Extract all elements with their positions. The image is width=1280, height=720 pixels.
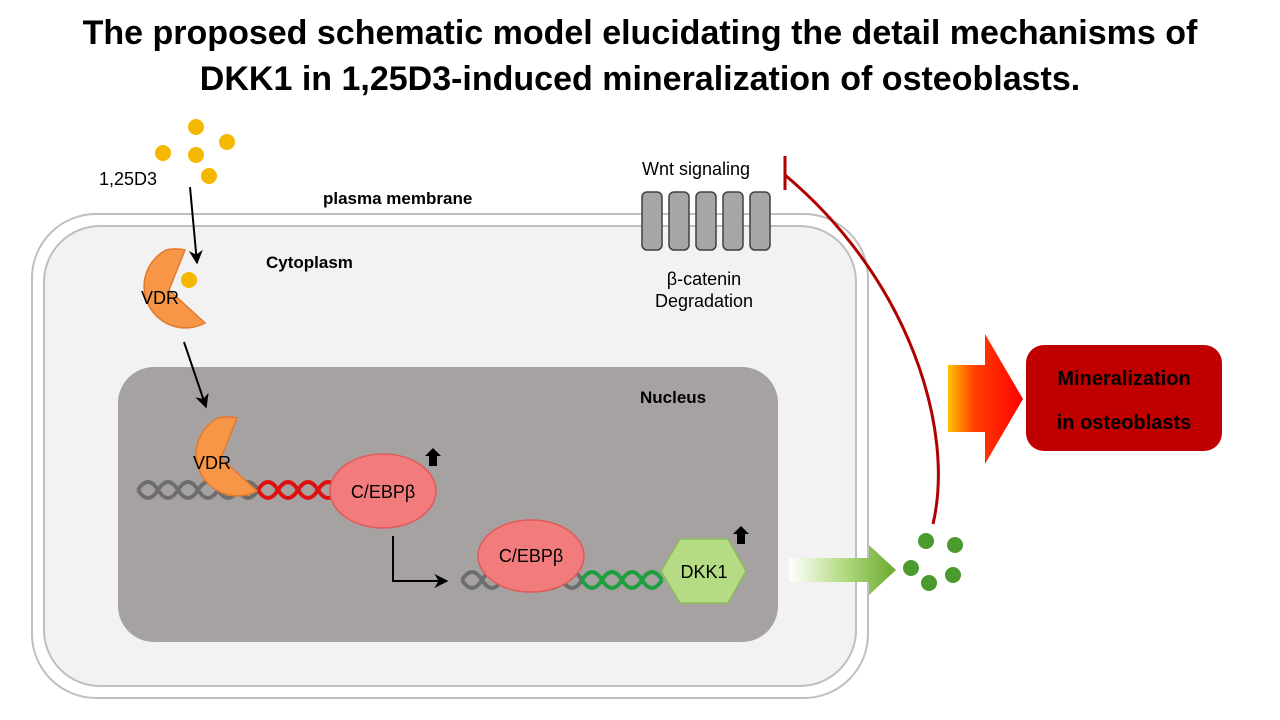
diagram-title: The proposed schematic model elucidating… — [0, 10, 1280, 102]
beta-catenin-label: β-catenin — [667, 269, 741, 289]
secreted-dkk1-dots — [903, 533, 963, 591]
degradation-label: Degradation — [655, 291, 753, 311]
vdr-nucleus-label: VDR — [193, 453, 231, 473]
ligand-label: 1,25D3 — [99, 169, 157, 189]
outcome-line-1: Mineralization — [1057, 368, 1190, 390]
arrow-transcription-elbow — [392, 536, 449, 588]
wnt-label: Wnt signaling — [642, 159, 750, 179]
cebpb-2-shape — [477, 519, 585, 593]
vdr-cytoplasm-shape — [143, 248, 207, 329]
outcome-line-2: in osteoblasts — [1057, 412, 1191, 434]
cebpb-2-label: C/EBPβ — [499, 546, 563, 566]
dkk1-shape — [660, 538, 747, 604]
wnt-receptor — [641, 191, 771, 251]
outcome-arrow — [948, 334, 1023, 464]
cebpb-1-label: C/EBPβ — [351, 482, 415, 502]
secretion-arrow — [789, 545, 896, 595]
cebpb-1-shape — [329, 453, 437, 529]
vdr-nucleus-shape — [195, 416, 259, 497]
nucleus-label: Nucleus — [640, 388, 706, 407]
outcome-box — [1026, 345, 1222, 451]
dkk1-label: DKK1 — [680, 562, 727, 582]
title-line-1: The proposed schematic model elucidating… — [82, 14, 1198, 52]
vdr-bound-ligand — [181, 272, 197, 288]
up-arrow-icon — [425, 448, 441, 466]
vdr-cytoplasm-label: VDR — [141, 288, 179, 308]
arrow-ligand-to-vdr — [188, 186, 203, 265]
arrow-vdr-to-nucleus — [183, 341, 209, 409]
inhibition-curve — [784, 173, 940, 525]
up-arrow-icon — [733, 526, 749, 544]
ligand-dots — [155, 119, 235, 184]
cytoplasm-label: Cytoplasm — [266, 253, 353, 272]
title-line-2: DKK1 in 1,25D3-induced mineralization of… — [199, 60, 1081, 98]
plasma-membrane-label: plasma membrane — [323, 189, 472, 208]
